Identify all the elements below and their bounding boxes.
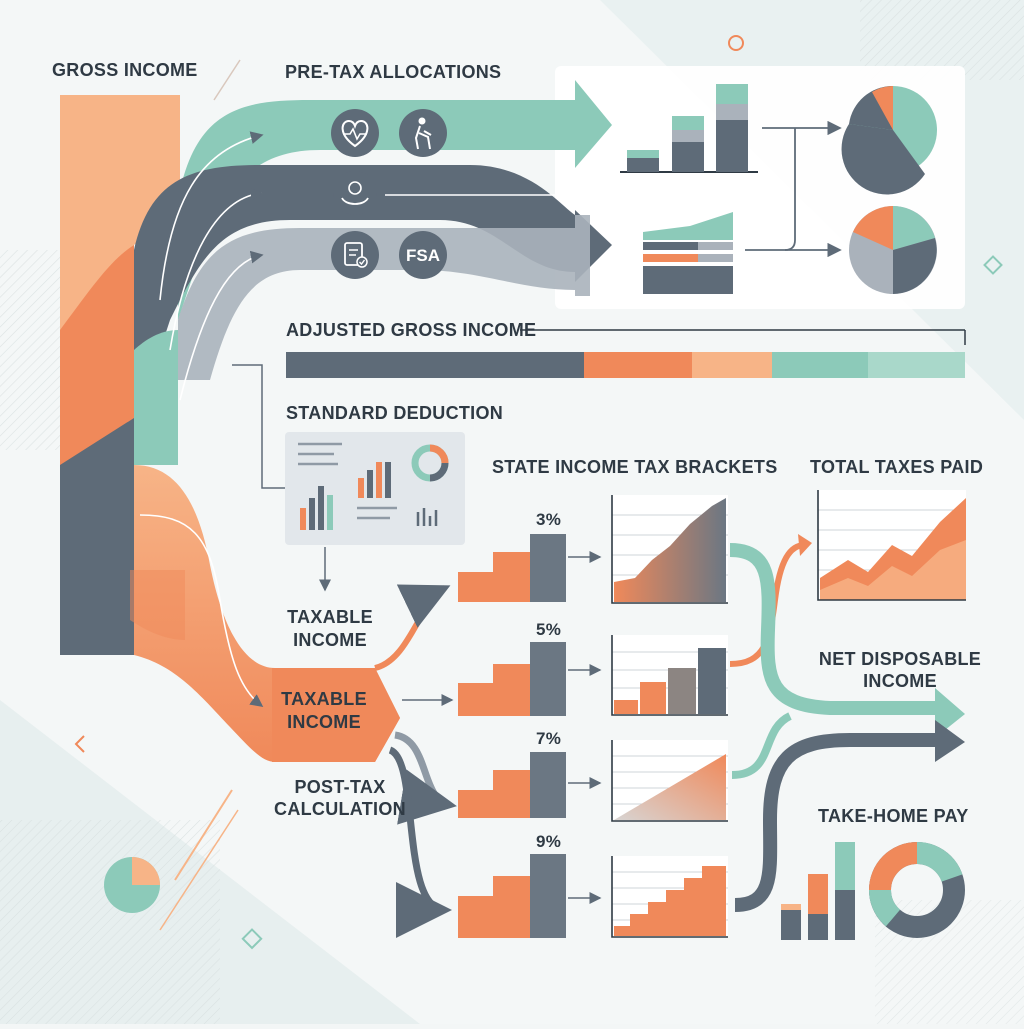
pie-chart-bottom: [849, 206, 937, 294]
take-home-bar-chart: [781, 842, 855, 940]
deco-line: [174, 789, 233, 881]
take-home-donut-chart: [869, 842, 965, 938]
total-taxes-chart: [817, 490, 966, 601]
bracket-chart-5: [611, 635, 728, 716]
taxable-income-top-label: TAXABLE INCOME: [287, 607, 373, 650]
deco-pie-icon: [104, 857, 160, 913]
taxable-income-box-label: TAXABLE INCOME: [281, 689, 367, 732]
deco-line: [159, 809, 239, 931]
bracket-rate-3: 3%: [536, 510, 562, 529]
deco-chevron-icon: [74, 735, 85, 753]
deco-diamond-icon: [983, 255, 1003, 275]
bracket-rate-5: 5%: [536, 620, 562, 639]
gross-income-column: [60, 95, 180, 655]
total-taxes-paid-label: TOTAL TAXES PAID: [810, 457, 984, 477]
pre-tax-allocations-label: PRE-TAX ALLOCATIONS: [285, 62, 502, 82]
post-tax-calculation-label: POST-TAX CALCULATION: [274, 777, 406, 819]
bg-hatch-bottom: [0, 820, 220, 1024]
net-disposable-income-label: NET DISPOSABLE INCOME: [818, 649, 982, 691]
flow-connector-lines: [159, 131, 555, 401]
bracket-connectors: [374, 584, 457, 938]
fsa-icon: FSA: [399, 231, 447, 279]
bracket-chart-9: [611, 856, 728, 938]
elderly-person-icon: [399, 109, 447, 157]
care-hands-icon: [333, 171, 377, 215]
agi-bar: [286, 329, 966, 378]
bracket-arrows: [568, 551, 602, 904]
bracket-chart-3: [611, 495, 728, 604]
deco-circle-icon: [728, 35, 744, 51]
take-home-pay-label: TAKE-HOME PAY: [818, 806, 969, 826]
heart-pulse-icon: [331, 109, 379, 157]
bracket-rate-9: 9%: [536, 832, 562, 851]
bracket-rate-7: 7%: [536, 729, 562, 748]
standard-deduction-card: [285, 432, 465, 545]
pre-tax-flows: [134, 80, 612, 465]
bracket-9-stairs: [458, 854, 566, 938]
fsa-label: FSA: [406, 246, 440, 265]
bracket-7-stairs: [458, 752, 566, 818]
net-disposable-arrow-slate: [935, 720, 965, 762]
gross-income-label: GROSS INCOME: [52, 60, 198, 80]
clipboard-check-icon: [331, 231, 379, 279]
deduction-connector: [232, 364, 285, 489]
pre-tax-bar-chart: [620, 84, 758, 173]
panel-arrows: [745, 120, 842, 258]
pre-tax-stacked-rows: [643, 212, 733, 294]
bracket-5-stairs: [458, 642, 566, 716]
bracket-3-stairs: [458, 534, 566, 602]
state-income-tax-brackets-label: STATE INCOME TAX BRACKETS: [492, 457, 778, 477]
taxable-income-box: [272, 668, 400, 762]
deco-line: [213, 59, 241, 101]
bracket-chart-7: [611, 740, 728, 822]
adjusted-gross-income-label: ADJUSTED GROSS INCOME: [286, 320, 537, 340]
pie-chart-top: [841, 85, 937, 195]
deco-diamond-icon: [241, 928, 263, 950]
standard-deduction-label: STANDARD DEDUCTION: [286, 403, 504, 423]
result-flows: [729, 534, 940, 912]
